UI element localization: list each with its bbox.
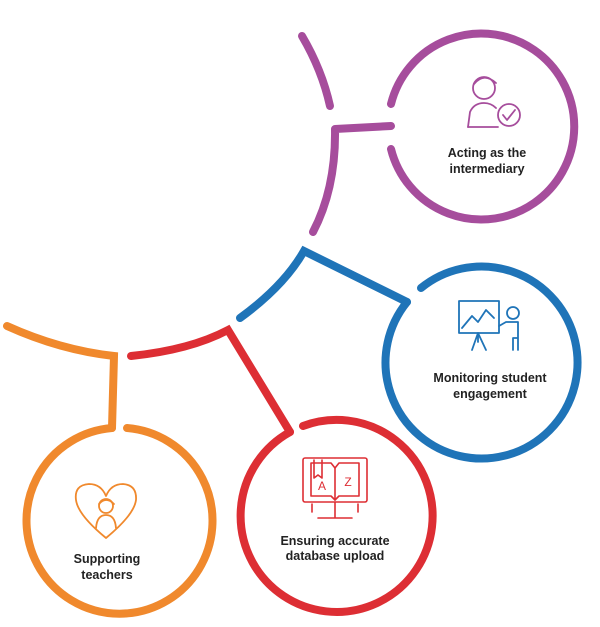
node-label-teachers: Supporting [74, 552, 141, 566]
connector-engagement [236, 245, 411, 322]
node-label-database: Ensuring accurate [280, 534, 389, 548]
branch-engagement [236, 245, 582, 463]
node-ring-intermediary [387, 29, 579, 224]
connector-database [127, 324, 294, 436]
book-letter-left: A [318, 479, 326, 493]
node-ring-engagement [381, 262, 582, 463]
branch-database [127, 324, 437, 616]
connector-teachers [3, 322, 119, 432]
branch-teachers [3, 322, 217, 618]
node-ring-database [236, 415, 437, 616]
node-label-intermediary: Acting as the [448, 146, 527, 160]
heart-person-icon [74, 483, 137, 539]
node-label-engagement: Monitoring student [433, 371, 547, 385]
branch-intermediary [298, 29, 579, 236]
connector-intermediary [298, 32, 334, 110]
connector-intermediary-lower [309, 122, 395, 236]
node-label-engagement-2: engagement [453, 387, 527, 401]
dictionary-monitor-icon [302, 457, 368, 519]
node-label-intermediary-2: intermediary [449, 162, 524, 176]
node-label-database-2: database upload [286, 549, 385, 563]
book-letter-right: Z [344, 475, 351, 489]
person-checkmark-icon [467, 76, 521, 128]
presentation-board-icon [458, 300, 520, 351]
node-label-teachers-2: teachers [81, 568, 132, 582]
node-ring-teachers [22, 424, 217, 618]
